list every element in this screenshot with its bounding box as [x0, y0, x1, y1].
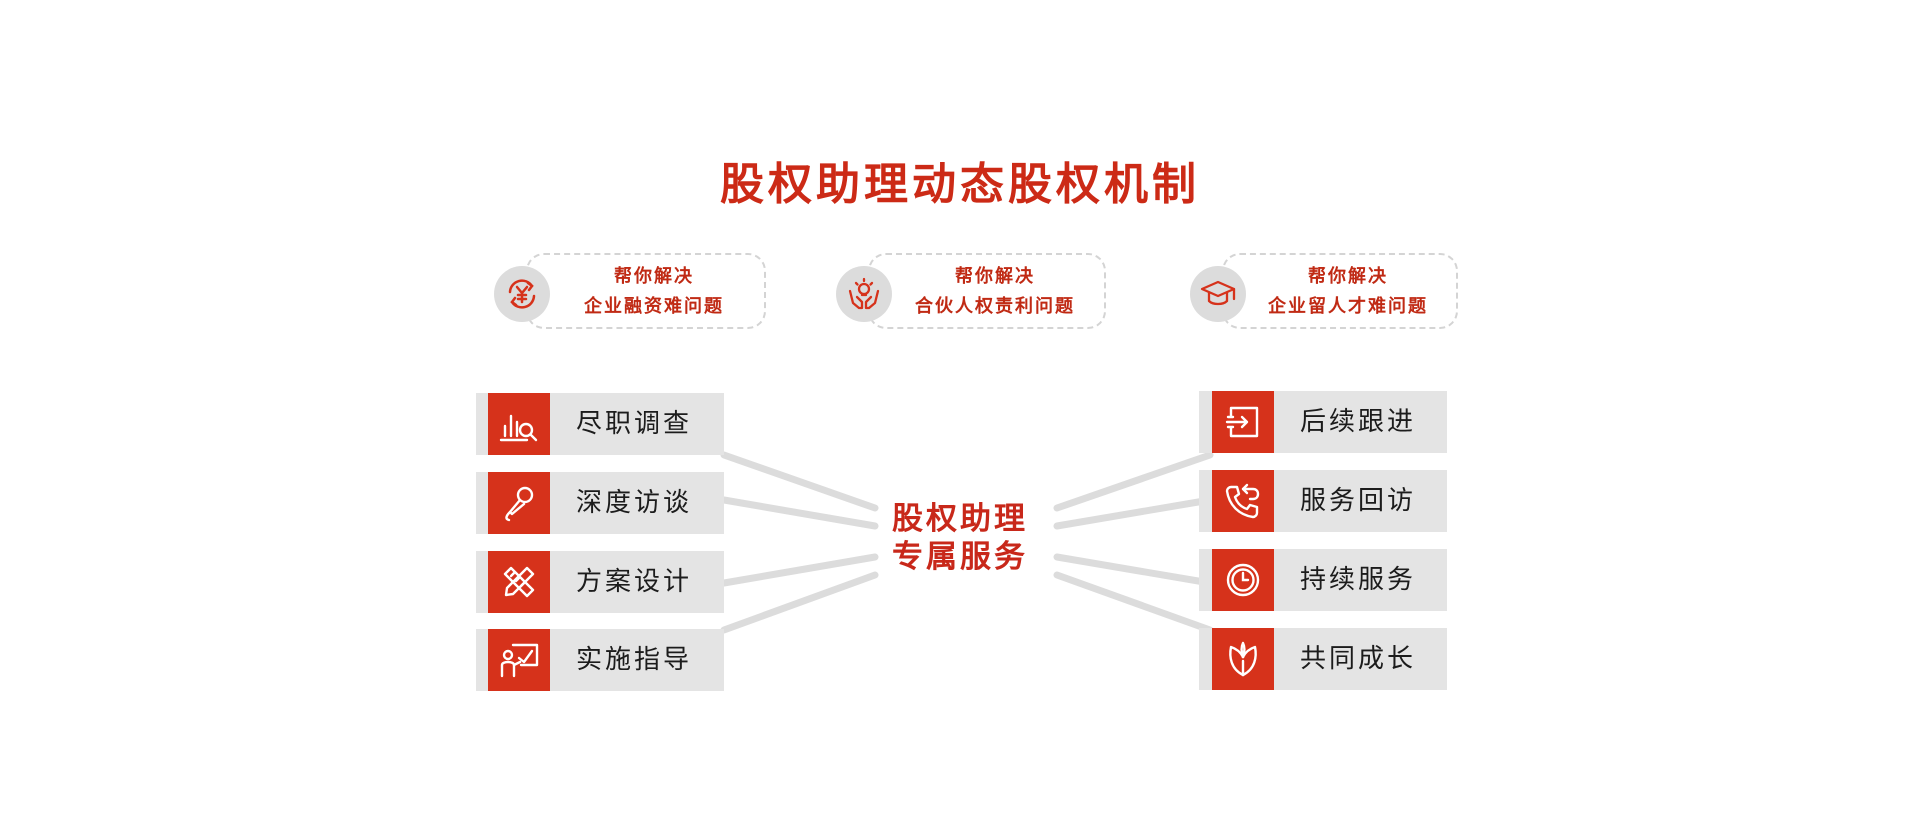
service-return-visit: 服务回访: [1199, 470, 1447, 532]
connector-line: [1053, 496, 1214, 530]
service-deep-interview: 深度访谈: [476, 472, 724, 534]
problem-line2: 企业留人才难问题: [1268, 296, 1428, 317]
connector-line: [1053, 553, 1214, 587]
center-hub: 股权助理 专属服务: [880, 500, 1040, 576]
dashed-pill: [1222, 253, 1458, 329]
dashed-pill: [868, 253, 1106, 329]
problem-line2: 合伙人权责利问题: [915, 296, 1075, 317]
problem-line1: 帮你解决: [955, 266, 1035, 287]
enter-box-icon: [1212, 391, 1274, 453]
service-implementation: 实施指导: [476, 629, 724, 691]
service-label: 共同成长: [1300, 644, 1417, 674]
connector-line: [720, 571, 879, 634]
service-label: 持续服务: [1300, 565, 1417, 595]
leaf-icon: [1212, 628, 1274, 690]
hands-idea-icon: [836, 266, 892, 322]
service-follow-up: 后续跟进: [1199, 391, 1447, 453]
phone-callback-icon: [1212, 470, 1274, 532]
service-label: 方案设计: [576, 567, 693, 597]
page-title: 股权助理动态股权机制: [720, 159, 1200, 210]
clock-icon: [1212, 549, 1274, 611]
problem-line1: 帮你解决: [614, 266, 694, 287]
chart-magnifier-icon: [488, 393, 550, 455]
center-line2: 专属服务: [892, 539, 1028, 575]
yuan-refresh-icon: [494, 266, 550, 322]
service-due-diligence: 尽职调查: [476, 393, 724, 455]
problem-line2: 企业融资难问题: [584, 296, 724, 317]
problem-line1: 帮你解决: [1308, 266, 1388, 287]
service-label: 实施指导: [576, 645, 693, 675]
center-line1: 股权助理: [892, 501, 1028, 537]
service-label: 后续跟进: [1300, 407, 1417, 437]
connector-line: [720, 553, 879, 587]
service-label: 深度访谈: [576, 488, 693, 518]
microphone-icon: [488, 472, 550, 534]
service-continuous: 持续服务: [1199, 549, 1447, 611]
presenter-board-icon: [488, 629, 550, 691]
connector-line: [1053, 451, 1214, 512]
service-label: 尽职调查: [576, 409, 693, 439]
connector-line: [1053, 571, 1214, 634]
service-label: 服务回访: [1300, 486, 1417, 516]
service-plan-design: 方案设计: [476, 551, 724, 613]
graduation-cap-icon: [1190, 266, 1246, 322]
service-grow-together: 共同成长: [1199, 628, 1447, 690]
dashed-pill: [526, 253, 766, 329]
pencil-ruler-icon: [488, 551, 550, 613]
connector-line: [720, 451, 879, 512]
connector-line: [720, 496, 879, 530]
